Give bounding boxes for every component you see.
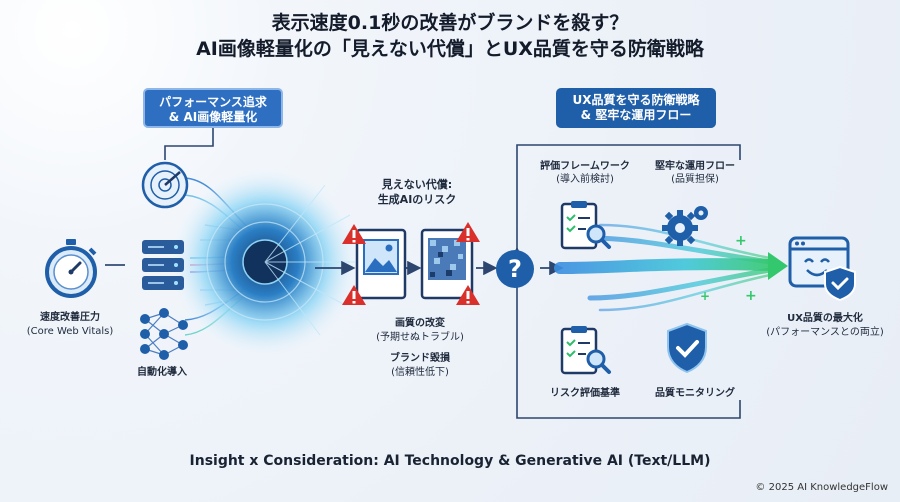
browser-smile-icon <box>788 236 856 302</box>
framework-label: 評価フレームワーク (導入前検討) <box>530 160 640 186</box>
clipboard-search-icon <box>560 201 611 250</box>
right-header-line2: & 堅牢な運用フロー <box>580 108 692 122</box>
feedback-loop-bottom <box>516 285 741 419</box>
framework-line2: (導入前検討) <box>556 174 614 185</box>
brand-damage-sub: (信頼性低下) <box>391 367 449 378</box>
header-connector <box>164 126 214 160</box>
svg-text:?: ? <box>508 255 522 283</box>
svg-text:+: + <box>700 289 710 303</box>
shield-check-icon <box>667 322 707 374</box>
operation-label: 堅牢な運用フロー (品質担保) <box>640 160 750 186</box>
warning-icon <box>342 285 366 305</box>
copyright: © 2025 AI KnowledgeFlow <box>755 482 888 493</box>
radar-icon <box>141 161 189 209</box>
degraded-image-icon <box>420 228 474 300</box>
risk-criteria-label: リスク評価基準 <box>550 388 620 399</box>
feedback-loop-top <box>516 144 741 250</box>
warning-icon <box>456 222 480 242</box>
operation-line2: (品質担保) <box>671 174 719 185</box>
speed-pressure-sub: (Core Web Vitals) <box>26 326 114 337</box>
left-header-line1: パフォーマンス追求 <box>159 95 267 109</box>
quality-change-sub: (予期せぬトラブル) <box>376 332 464 343</box>
svg-text:+: + <box>745 288 757 304</box>
quality-change-label: 画質の改変 <box>395 318 445 329</box>
left-header-line2: & AI画像軽量化 <box>168 110 258 124</box>
burst-rays <box>264 184 355 336</box>
gear-icon <box>662 206 708 246</box>
clipboard-search-icon <box>560 326 611 375</box>
framework-line1: 評価フレームワーク <box>540 161 630 172</box>
svg-text:+: + <box>735 233 747 249</box>
image-icon <box>355 228 407 300</box>
risk-heading: 見えない代償: 生成AIのリスク <box>362 177 472 207</box>
risk-heading-line2: 生成AIのリスク <box>377 193 457 206</box>
right-header-box: UX品質を守る防衛戦略 & 堅牢な運用フロー <box>556 88 716 128</box>
question-icon: ? <box>496 250 534 288</box>
warning-icon <box>342 224 366 244</box>
outcome-label: UX品質の最大化 <box>787 313 863 324</box>
stopwatch-icon <box>45 239 97 298</box>
risk-heading-line1: 見えない代償: <box>381 178 453 191</box>
left-header-box: パフォーマンス追求 & AI画像軽量化 <box>143 88 283 128</box>
title-line-1: 表示速度0.1秒の改善がブランドを殺す？ <box>271 12 629 34</box>
operation-line1: 堅牢な運用フロー <box>655 161 735 172</box>
quality-monitoring-label: 品質モニタリング <box>655 388 735 399</box>
warning-icon <box>456 285 480 305</box>
right-header-line1: UX品質を守る防衛戦略 <box>572 93 700 107</box>
server-icon <box>142 240 184 290</box>
title-line-2: AI画像軽量化の「見えない代償」とUX品質を守る防衛戦略 <box>196 38 704 60</box>
neural-network-icon <box>140 308 188 360</box>
footer-caption: Insight x Consideration: AI Technology &… <box>189 453 711 469</box>
speed-pressure-label: 速度改善圧力 <box>40 312 100 323</box>
outcome-sub: (パフォーマンスとの両立) <box>766 327 884 338</box>
automation-label: 自動化導入 <box>137 367 187 378</box>
brand-damage-label: ブランド毀損 <box>390 353 450 364</box>
